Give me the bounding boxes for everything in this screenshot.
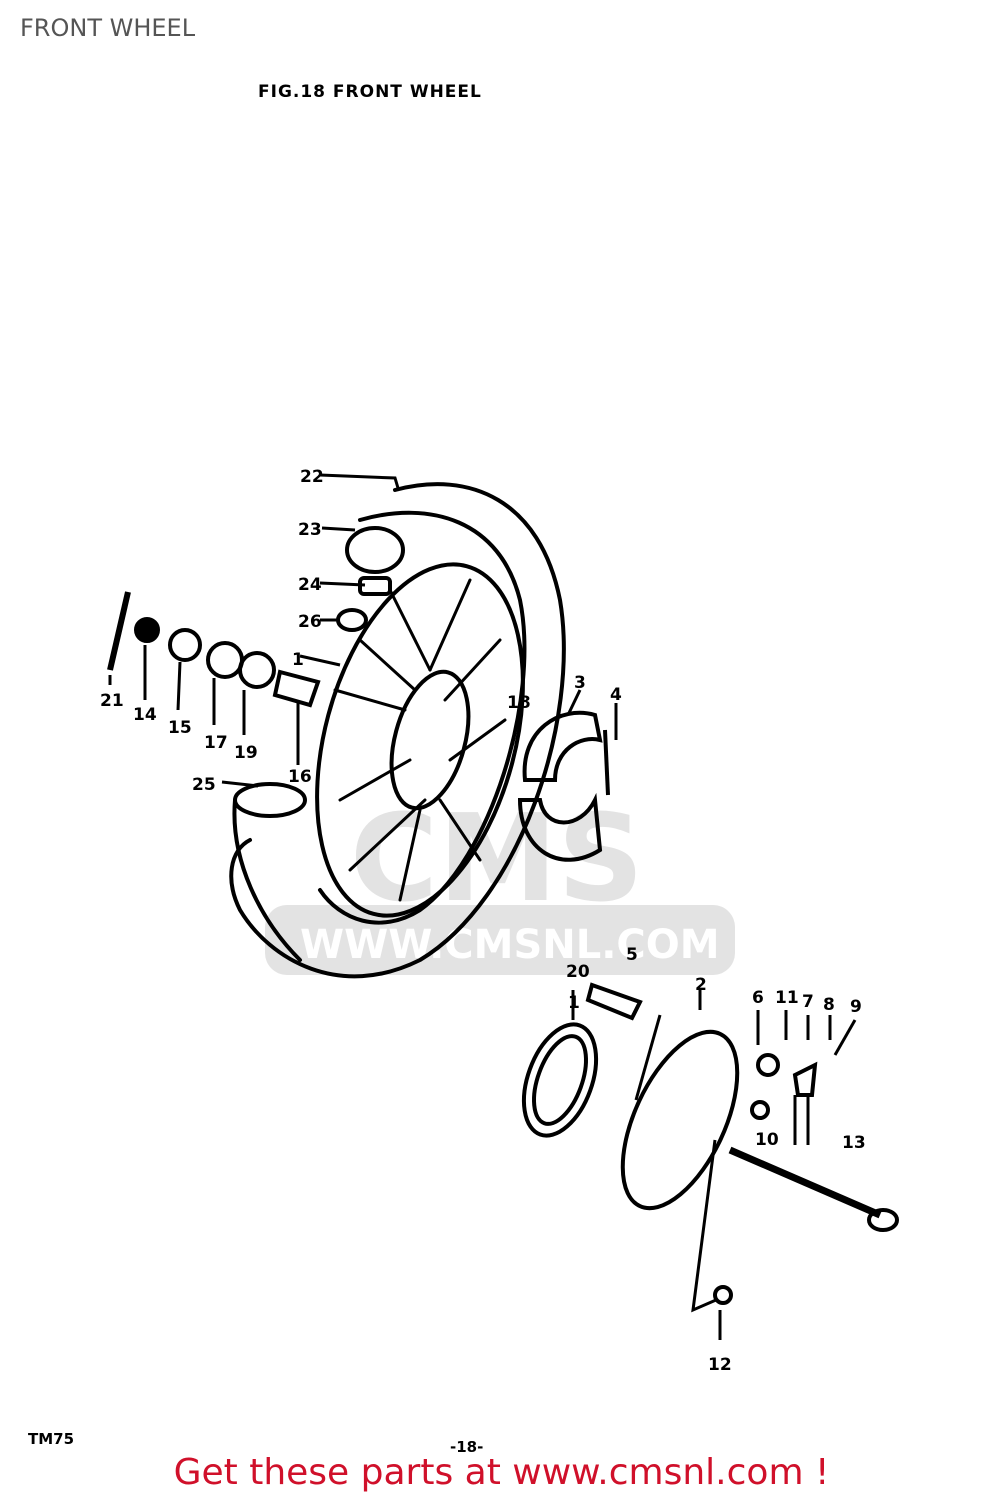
callout-23: 23 (298, 520, 322, 540)
nut-14 (134, 617, 160, 643)
tire (229, 482, 566, 979)
callout-15: 15 (168, 718, 192, 738)
spokes (333, 578, 507, 902)
callout-8: 8 (823, 995, 835, 1015)
cam-20 (585, 982, 643, 1021)
bearing-17 (206, 641, 244, 679)
seal-ring-1-inner (532, 1034, 588, 1126)
callout-19: 19 (234, 743, 258, 763)
callout-5: 5 (626, 945, 638, 965)
callout-3: 3 (574, 673, 586, 693)
callout-25: 25 (192, 775, 216, 795)
axle-end-13 (867, 1208, 899, 1232)
cotter-pin-21 (107, 591, 131, 671)
callout-1-top: 1 (292, 650, 304, 670)
callout-13: 13 (842, 1133, 866, 1153)
wheel-assembly (229, 482, 566, 979)
axle-13 (728, 1146, 882, 1219)
model-code: TM75 (28, 1430, 75, 1448)
callout-22: 22 (300, 467, 324, 487)
callout-17: 17 (204, 733, 228, 753)
washer-10 (750, 1100, 770, 1120)
page-number: -18- (450, 1438, 484, 1456)
callout-20: 20 (566, 962, 590, 982)
tube-bottom (232, 798, 302, 962)
seal-ring-1 (521, 1022, 599, 1138)
page-title: FRONT WHEEL (20, 14, 196, 42)
rim (315, 562, 525, 918)
brake-panel-assembly (521, 982, 899, 1305)
callout-4: 4 (610, 685, 622, 705)
callout-18: 18 (507, 693, 531, 713)
callout-2: 2 (695, 975, 707, 995)
callout-6: 6 (752, 988, 764, 1008)
nut-6 (756, 1053, 780, 1077)
nut-12 (713, 1285, 733, 1305)
callout-24: 24 (298, 575, 322, 595)
arm-7 (792, 1061, 818, 1097)
callout-labels: 22 23 24 26 21 14 15 17 19 16 1 18 25 3 … (100, 467, 866, 1375)
watermark-url: WWW.CMSNL.COM (300, 922, 720, 968)
axle-parts-left (107, 591, 321, 708)
callout-11: 11 (775, 988, 799, 1008)
spacer-16 (272, 669, 321, 708)
brake-shoes (517, 710, 610, 862)
figure-caption: FIG.18 FRONT WHEEL (258, 82, 482, 102)
bearing-19 (238, 651, 276, 689)
exploded-parts-diagram: CMS WWW.CMSNL.COM (100, 467, 899, 1375)
parts-link[interactable]: Get these parts at www.cmsnl.com ! (173, 1452, 830, 1493)
watermark: CMS WWW.CMSNL.COM (265, 790, 735, 975)
callout-21: 21 (100, 691, 124, 711)
callout-14: 14 (133, 705, 157, 725)
callout-16: 16 (288, 767, 312, 787)
callout-7: 7 (802, 992, 814, 1012)
tube-opening-top (345, 526, 405, 574)
brake-panel-2 (620, 1029, 740, 1211)
washer-15 (168, 628, 202, 662)
leader-lines (108, 473, 857, 1340)
callout-10: 10 (755, 1130, 779, 1150)
callout-12: 12 (708, 1355, 732, 1375)
callout-1-bottom: 1 (568, 993, 580, 1013)
tire-inner (318, 510, 527, 925)
callout-9: 9 (850, 997, 862, 1017)
rim-band-26 (336, 608, 368, 632)
tube-opening-bottom (233, 782, 307, 818)
callout-26: 26 (298, 612, 322, 632)
